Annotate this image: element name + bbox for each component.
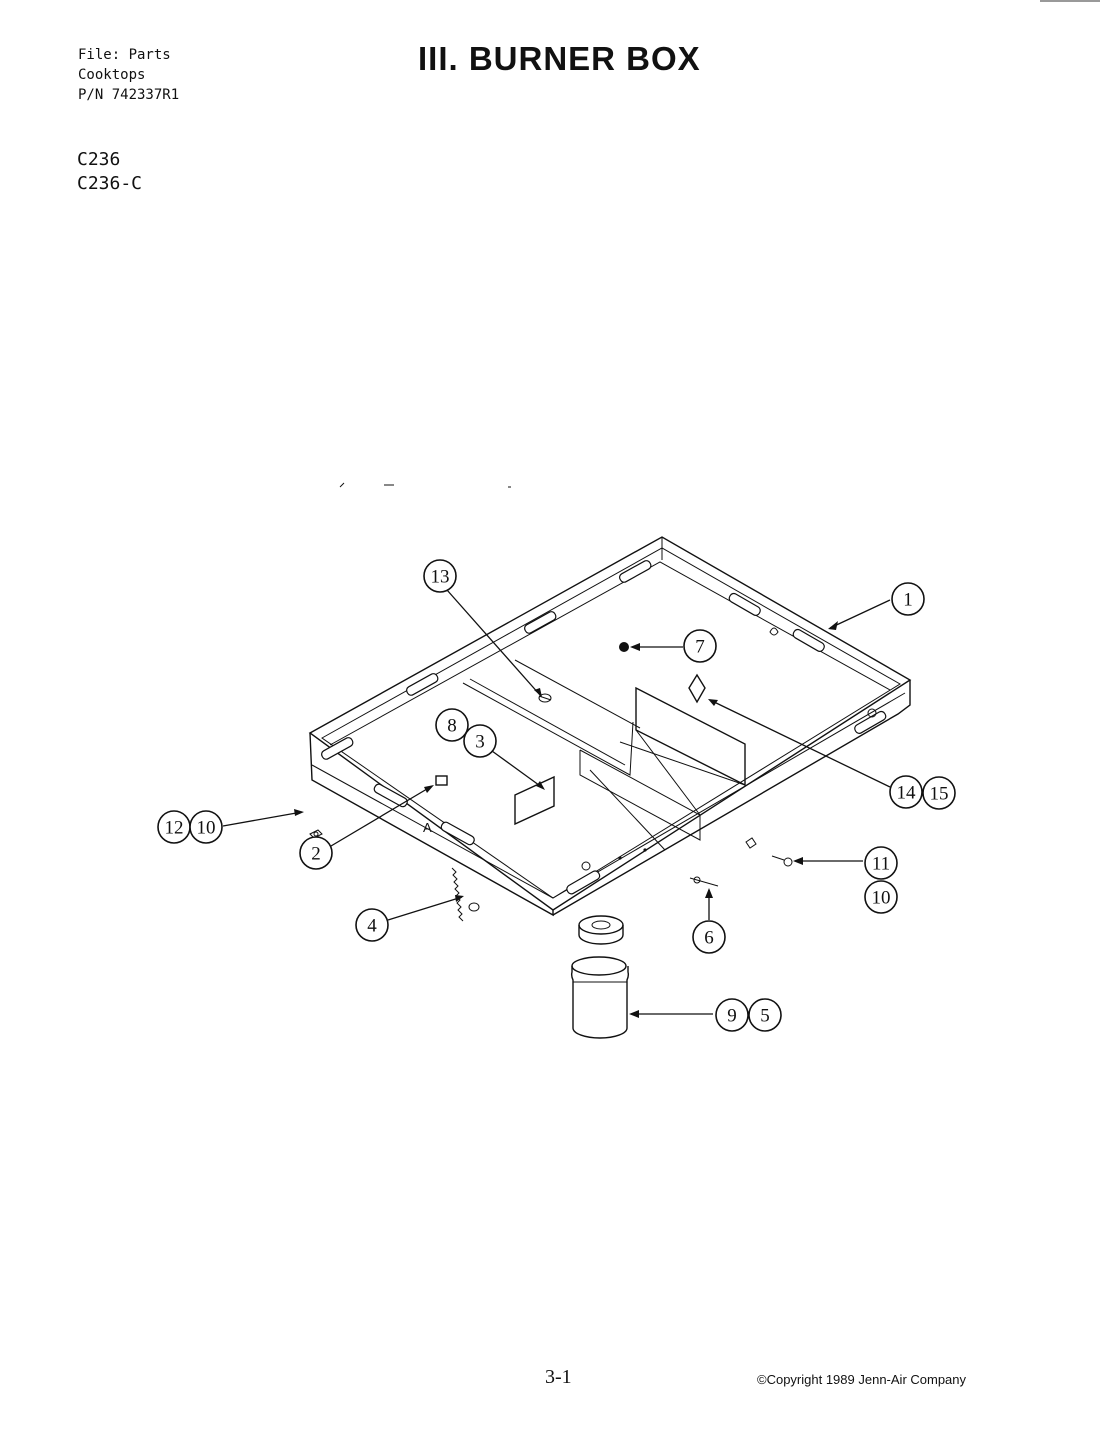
svg-text:4: 4 xyxy=(367,916,377,937)
page-number: 3-1 xyxy=(545,1366,572,1388)
callout-14: 14 xyxy=(889,775,923,809)
svg-text:5: 5 xyxy=(760,1006,770,1027)
callout-2: 2 xyxy=(299,836,333,870)
callout-9: 9 xyxy=(715,998,749,1032)
svg-text:11: 11 xyxy=(872,854,890,875)
svg-text:7: 7 xyxy=(695,637,705,658)
category-line: Cooktops xyxy=(78,67,146,83)
svg-text:10: 10 xyxy=(197,818,216,839)
svg-text:3: 3 xyxy=(475,732,485,753)
callout-13: 13 xyxy=(423,559,457,593)
svg-text:2: 2 xyxy=(311,844,321,865)
callout-10-right: 10 xyxy=(864,880,898,914)
callout-15: 15 xyxy=(922,776,956,810)
callout-1: 1 xyxy=(891,582,925,616)
copyright-notice: ©Copyright 1989 Jenn-Air Company xyxy=(757,1372,967,1387)
callout-10-left: 10 xyxy=(189,810,223,844)
plate-part-3 xyxy=(514,775,555,826)
callout-6: 6 xyxy=(692,920,726,954)
svg-text:12: 12 xyxy=(165,818,184,839)
svg-text:A: A xyxy=(423,820,432,835)
callout-3: 3 xyxy=(463,724,497,758)
burner-box-tray: A xyxy=(308,536,912,917)
file-line: File: Parts xyxy=(78,47,171,63)
svg-text:10: 10 xyxy=(872,888,891,909)
plug-part-7 xyxy=(619,642,629,652)
page-title: III. BURNER BOX xyxy=(418,40,701,77)
svg-text:13: 13 xyxy=(431,567,450,588)
svg-text:9: 9 xyxy=(727,1006,737,1027)
scan-specks xyxy=(339,482,511,488)
callout-7: 7 xyxy=(683,629,717,663)
leader-arrowheads xyxy=(294,621,838,1018)
bracket-part-14 xyxy=(688,673,706,704)
model-c236-c: C236-C xyxy=(77,173,143,194)
callout-4: 4 xyxy=(355,908,389,942)
svg-text:8: 8 xyxy=(447,716,457,737)
svg-text:14: 14 xyxy=(897,783,917,804)
part-number-line: P/N 742337R1 xyxy=(78,87,180,103)
callout-5: 5 xyxy=(748,998,782,1032)
screw-part-11 xyxy=(745,837,793,867)
svg-text:15: 15 xyxy=(930,784,949,805)
grease-jar-part-9 xyxy=(570,915,630,1039)
callout-11: 11 xyxy=(864,846,898,880)
pin-part-6 xyxy=(689,876,719,887)
leader-lines xyxy=(222,589,891,1015)
scan-edge-mark xyxy=(1040,0,1100,2)
clip-part-2 xyxy=(435,775,448,786)
svg-text:1: 1 xyxy=(903,590,913,611)
spring-screw-part-4 xyxy=(451,867,480,922)
svg-text:6: 6 xyxy=(704,928,714,949)
model-c236: C236 xyxy=(77,149,121,170)
callout-12: 12 xyxy=(157,810,191,844)
callout-8: 8 xyxy=(435,708,469,742)
screw-part-13 xyxy=(538,693,552,703)
